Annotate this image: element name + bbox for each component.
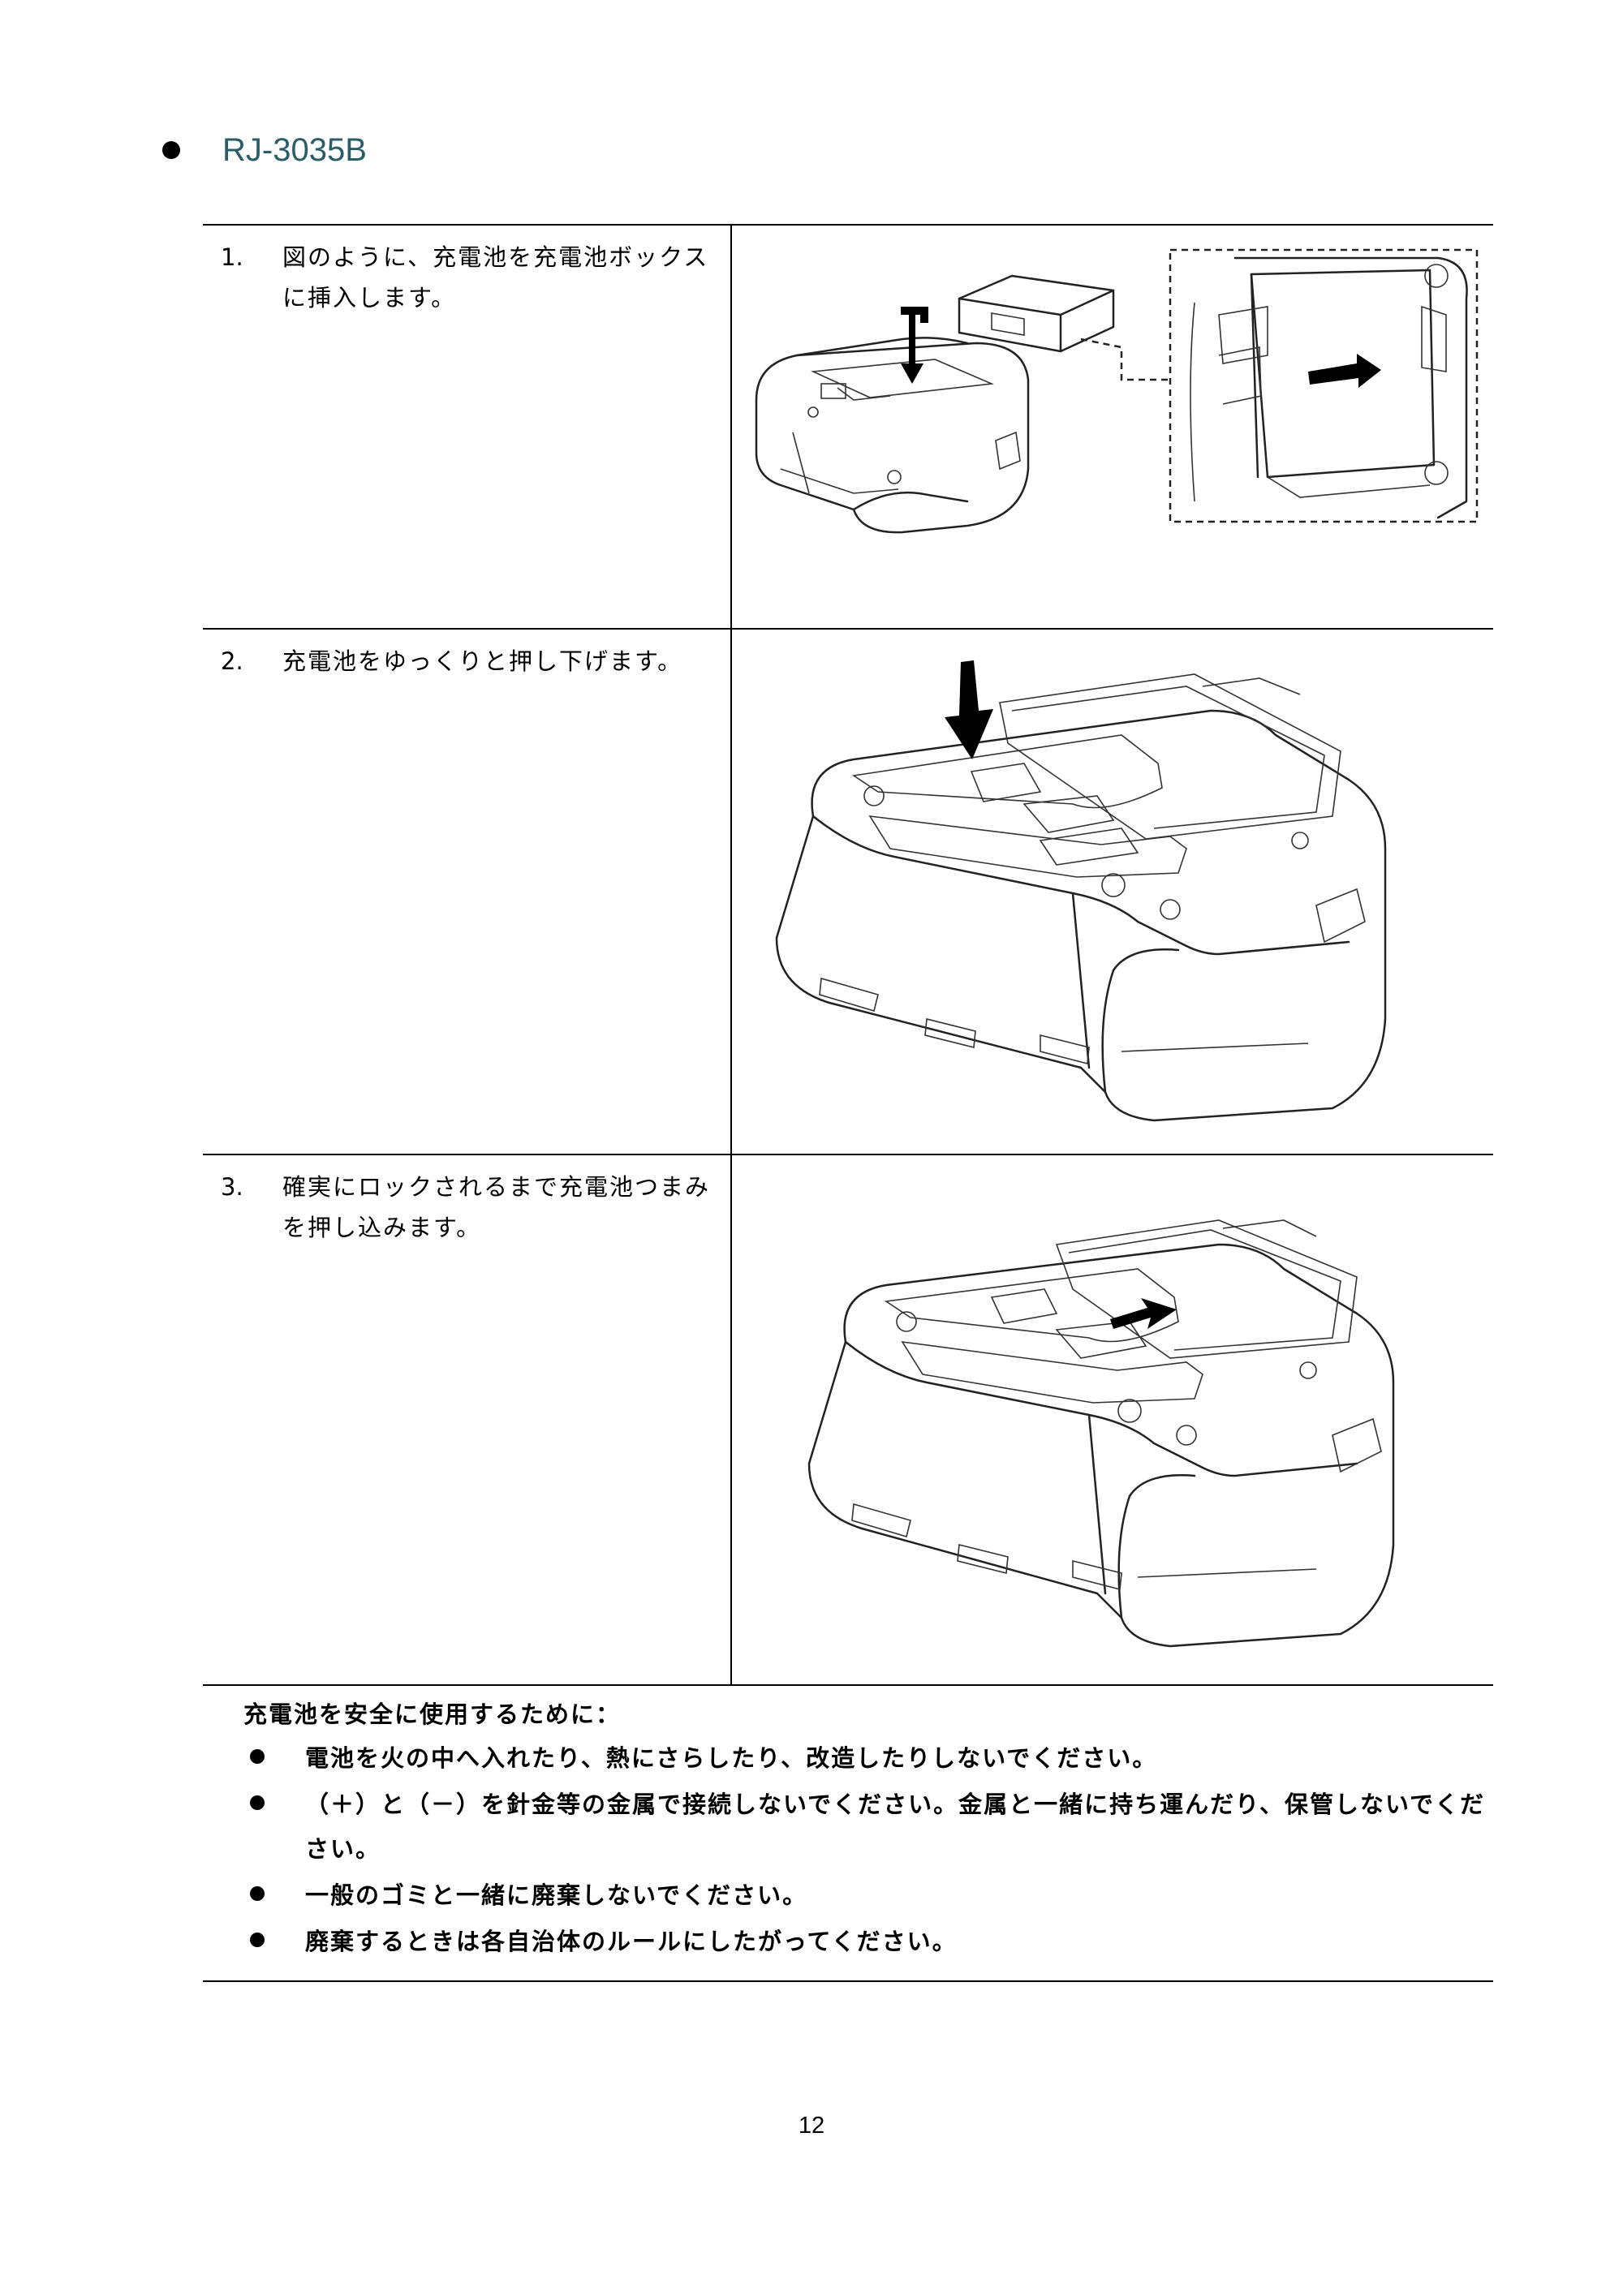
step-figure bbox=[732, 630, 1493, 1154]
notes-title: 充電池を安全に使用するために： bbox=[243, 1701, 622, 1728]
battery-lock-illustration bbox=[807, 1219, 1395, 1648]
note-text: 廃棄するときは各自治体のルールにしたがってください。 bbox=[305, 1928, 958, 1955]
bullet-icon bbox=[250, 1795, 265, 1810]
steps-table: 1. 図のように、充電池を充電池ボックスに挿入します。 bbox=[203, 224, 1493, 1686]
bullet-icon bbox=[250, 1933, 265, 1947]
section-heading: RJ-3035B bbox=[162, 122, 367, 178]
step-figure bbox=[732, 1155, 1493, 1684]
battery-safety-notes: 充電池を安全に使用するために： 電池を火の中へ入れたり、熱にさらしたり、改造した… bbox=[203, 1684, 1493, 1982]
battery-press-illustration bbox=[775, 660, 1387, 1122]
step-description: 充電池をゆっくりと押し下げます。 bbox=[282, 647, 683, 675]
step-number: 1. bbox=[221, 243, 243, 271]
note-text: （＋）と（－）を針金等の金属で接続しないでください。金属と一緒に持ち運んだり、保… bbox=[305, 1791, 1486, 1863]
page-number: 12 bbox=[798, 2113, 825, 2139]
step-row-3: 3. 確実にロックされるまで充電池つまみを押し込みます。 bbox=[203, 1155, 1493, 1686]
bullet-icon bbox=[250, 1749, 265, 1764]
step-number: 3. bbox=[221, 1173, 243, 1201]
step-row-1: 1. 図のように、充電池を充電池ボックスに挿入します。 bbox=[203, 226, 1493, 630]
step-description: 確実にロックされるまで充電池つまみを押し込みます。 bbox=[282, 1173, 711, 1241]
step-description: 図のように、充電池を充電池ボックスに挿入します。 bbox=[282, 243, 709, 312]
step-text-cell: 3. 確実にロックされるまで充電池つまみを押し込みます。 bbox=[203, 1155, 732, 1684]
step-row-2: 2. 充電池をゆっくりと押し下げます。 bbox=[203, 630, 1493, 1155]
step-number: 2. bbox=[221, 647, 243, 675]
note-text: 一般のゴミと一緒に廃棄しないでください。 bbox=[305, 1881, 808, 1909]
list-item: 一般のゴミと一緒に廃棄しないでください。 bbox=[203, 1873, 1493, 1918]
section-title: RJ-3035B bbox=[222, 131, 367, 168]
bullet-icon bbox=[250, 1886, 265, 1901]
step-figure bbox=[732, 226, 1493, 628]
notes-list: 電池を火の中へ入れたり、熱にさらしたり、改造したりしないでください。 （＋）と（… bbox=[203, 1736, 1493, 1964]
step-text-cell: 1. 図のように、充電池を充電池ボックスに挿入します。 bbox=[203, 226, 732, 628]
list-item: 廃棄するときは各自治体のルールにしたがってください。 bbox=[203, 1920, 1493, 1964]
list-item: 電池を火の中へ入れたり、熱にさらしたり、改造したりしないでください。 bbox=[203, 1736, 1493, 1781]
note-text: 電池を火の中へ入れたり、熱にさらしたり、改造したりしないでください。 bbox=[305, 1744, 1158, 1772]
step-text-cell: 2. 充電池をゆっくりと押し下げます。 bbox=[203, 630, 732, 1154]
bullet-icon bbox=[162, 141, 180, 159]
battery-insert-illustration bbox=[755, 248, 1479, 534]
list-item: （＋）と（－）を針金等の金属で接続しないでください。金属と一緒に持ち運んだり、保… bbox=[203, 1782, 1493, 1872]
